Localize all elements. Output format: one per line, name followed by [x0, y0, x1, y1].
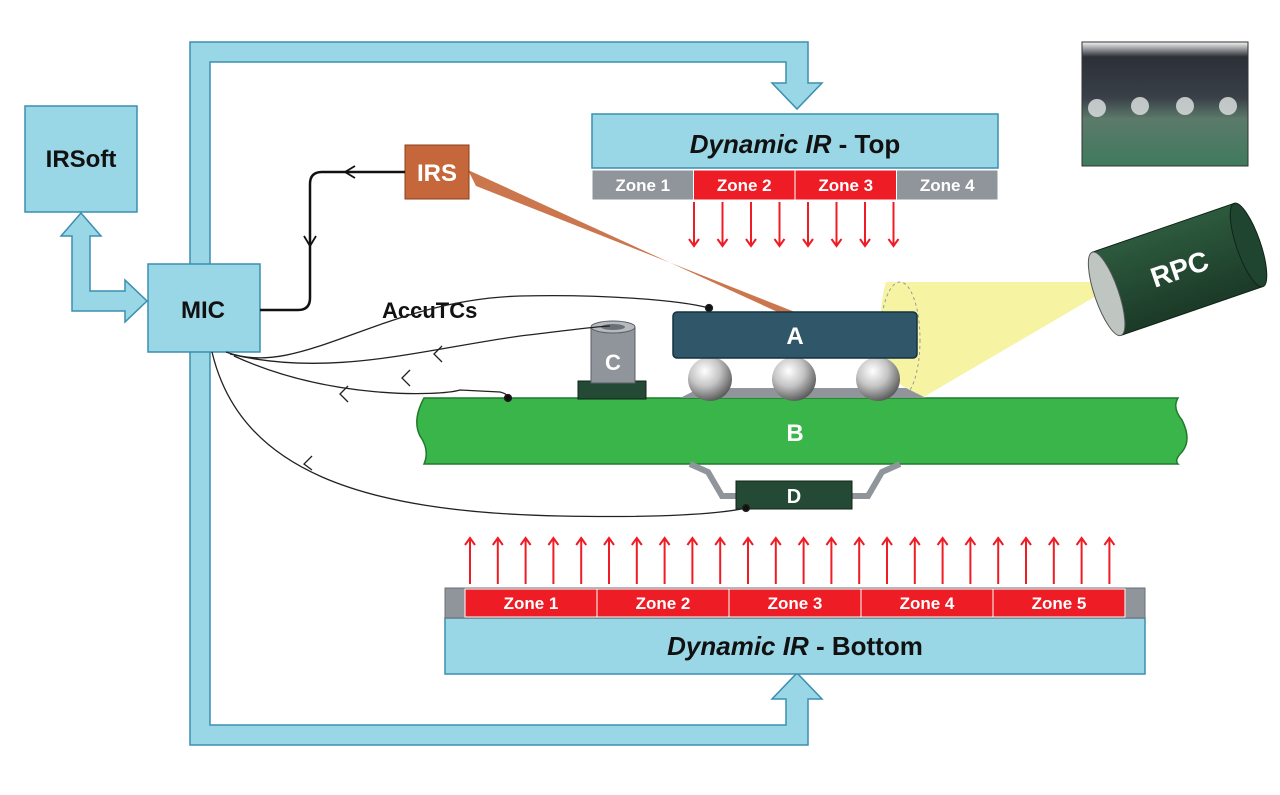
heat-arrow-up	[603, 536, 615, 584]
tc-junction	[704, 303, 714, 313]
bottom-zone-5-label: Zone 5	[1032, 594, 1087, 613]
irsoft-box: IRSoft	[24, 105, 138, 213]
heat-arrow-up	[1020, 536, 1032, 584]
solder-ball	[772, 357, 816, 401]
heat-arrow-up	[797, 536, 810, 584]
bga-component-a: A	[672, 311, 926, 401]
top-zone-4	[896, 169, 999, 201]
bottom-zone-1	[464, 588, 598, 618]
bottom-zone-4	[860, 588, 994, 618]
top-zone-strip: Zone 1 Zone 2 Zone 3 Zone 4	[591, 169, 999, 201]
rpc-view-cone	[880, 282, 1103, 398]
bottom-zone-3	[728, 588, 862, 618]
heat-arrow-up	[853, 536, 866, 584]
tc-junction	[741, 503, 751, 513]
heat-arrow-up	[630, 536, 643, 584]
bottom-zone-3-label: Zone 3	[768, 594, 823, 613]
thermocouple-wire-b	[233, 355, 509, 399]
label-c: C	[605, 350, 621, 375]
heat-arrow-down	[887, 202, 900, 248]
heat-arrow-up	[936, 536, 949, 584]
heat-arrow-up	[1047, 536, 1060, 584]
heat-arrow-down	[859, 202, 871, 248]
heat-arrow-up	[769, 536, 782, 584]
bottom-heater-title: Dynamic IR - Bottom	[667, 631, 923, 661]
heat-arrow-down	[745, 202, 757, 248]
heat-arrow-down	[716, 202, 729, 248]
thermocouple-wire-c	[229, 325, 611, 365]
top-zone-3-label: Zone 3	[818, 176, 873, 195]
top-zone-4-label: Zone 4	[920, 176, 975, 195]
label-b: B	[786, 420, 803, 447]
heat-arrow-up	[742, 536, 754, 584]
heat-arrow-up	[825, 536, 838, 584]
top-heat-arrows	[688, 202, 900, 248]
heat-arrow-up	[1103, 536, 1116, 584]
heat-arrow-up	[491, 536, 504, 584]
bottom-zone-2-label: Zone 2	[636, 594, 691, 613]
thermocouple-wire-d	[211, 351, 747, 518]
inset-photo-solder-joints	[1081, 41, 1249, 167]
solder-ball	[856, 357, 900, 401]
heat-arrow-up	[658, 536, 671, 584]
rpc-camera: RPC	[879, 202, 1268, 399]
heat-arrow-up	[714, 536, 727, 584]
heat-arrow-down	[688, 202, 700, 248]
heat-arrow-up	[908, 536, 921, 584]
irsoft-mic-arrow	[59, 211, 149, 324]
top-heater-title: Dynamic IR - Top	[690, 129, 900, 159]
heat-arrow-down	[773, 202, 786, 248]
heat-arrow-up	[1075, 536, 1088, 584]
bottom-zone-4-label: Zone 4	[900, 594, 955, 613]
heat-arrow-up	[464, 536, 476, 584]
control-loop-arrow	[189, 41, 824, 746]
top-zone-2	[693, 169, 796, 201]
heat-arrow-up	[686, 536, 699, 584]
mic-box: MIC	[147, 263, 261, 353]
heat-arrow-up	[881, 536, 893, 584]
label-d: D	[787, 486, 801, 508]
heat-arrow-up	[964, 536, 977, 584]
heat-arrow-down	[830, 202, 843, 248]
top-zone-2-label: Zone 2	[717, 176, 772, 195]
tc-junction	[503, 393, 513, 403]
irsoft-label: IRSoft	[46, 146, 117, 173]
irs-sensor: IRS	[404, 144, 800, 314]
pcb-board: B	[416, 397, 1188, 465]
irs-label: IRS	[417, 160, 457, 187]
bottom-zone-5	[992, 588, 1126, 618]
bottom-zone-1-label: Zone 1	[504, 594, 559, 613]
thermocouple-wire-a	[225, 294, 710, 359]
heat-arrow-up	[992, 536, 1005, 584]
heat-arrow-down	[802, 202, 814, 248]
heat-arrow-up	[519, 536, 532, 584]
heat-arrow-up	[547, 536, 560, 584]
label-a: A	[786, 323, 803, 350]
irs-mic-cable	[260, 165, 405, 312]
top-zone-1-label: Zone 1	[615, 176, 670, 195]
accutcs-wires	[211, 294, 751, 518]
bottom-zone-strip: Zone 1 Zone 2 Zone 3 Zone 4 Zone 5	[464, 588, 1126, 618]
bottom-heat-arrows	[464, 536, 1116, 584]
heat-arrow-up	[575, 536, 588, 584]
component-c: C	[577, 320, 647, 400]
component-d: D	[688, 461, 902, 510]
mic-label: MIC	[181, 297, 225, 324]
solder-ball	[688, 357, 732, 401]
